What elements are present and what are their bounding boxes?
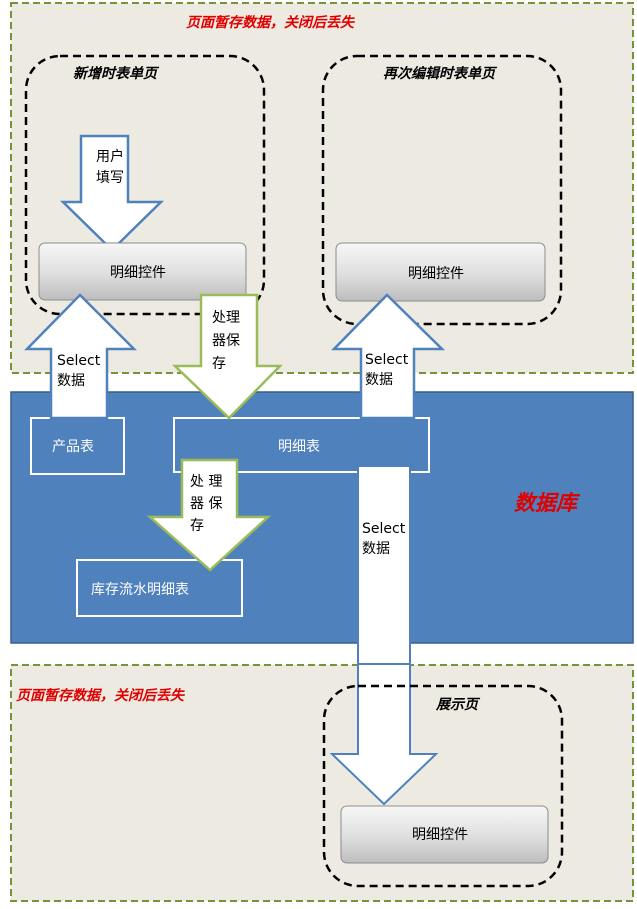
- edit-form-detail-control: [335, 242, 546, 302]
- select-edit-label-line2: 数据: [365, 372, 393, 388]
- processor-save-1-line1: 处理: [212, 310, 240, 326]
- display-page-title: 展示页: [435, 697, 481, 713]
- select-display-label-line2: 数据: [362, 541, 390, 557]
- select-product-arrow: [24, 293, 138, 420]
- processor-save-1-line3: 存: [212, 356, 226, 372]
- edit-form-detail-control-label: 明细控件: [408, 266, 464, 282]
- new-form-page-group: [24, 54, 266, 316]
- edit-form-page-title: 再次编辑时表单页: [383, 65, 498, 82]
- inventory-flow-table: [76, 559, 243, 617]
- database-label: 数据库: [514, 490, 581, 515]
- processor-save-2-line2: 器 保: [190, 496, 222, 512]
- select-display-arrow-head: [329, 663, 439, 806]
- user-fill-label-line2: 填写: [96, 170, 124, 186]
- select-edit-label-line1: Select: [365, 352, 409, 368]
- user-fill-label-line1: 用户: [96, 148, 124, 165]
- select-product-label-line1: Select: [57, 353, 101, 369]
- processor-save-2-line1: 处 理: [190, 474, 222, 490]
- bottom-zone-note: 页面暂存数据，关闭后丢失: [16, 687, 185, 704]
- new-form-page-title: 新增时表单页: [73, 65, 160, 82]
- new-form-detail-control: [38, 242, 247, 301]
- select-product-label-line2: 数据: [57, 373, 85, 389]
- detail-table-label: 明细表: [278, 439, 320, 455]
- display-page-group: [322, 684, 564, 888]
- processor-save-arrow-2: [146, 458, 272, 572]
- processor-save-arrow-1: [171, 293, 283, 420]
- display-detail-control-label: 明细控件: [412, 827, 468, 843]
- new-form-detail-control-label: 明细控件: [110, 265, 166, 281]
- processor-save-1-line2: 器保: [212, 333, 240, 349]
- product-table-label: 产品表: [52, 439, 94, 455]
- edit-form-page-group: [321, 54, 563, 326]
- select-edit-arrow: [331, 293, 446, 420]
- top-zone-note: 页面暂存数据，关闭后丢失: [186, 14, 355, 31]
- user-fill-arrow: [59, 134, 165, 252]
- processor-save-2-line3: 存: [190, 518, 204, 534]
- inventory-flow-table-label: 库存流水明细表: [91, 582, 189, 598]
- display-detail-control: [340, 805, 549, 864]
- select-display-label-line1: Select: [362, 521, 406, 537]
